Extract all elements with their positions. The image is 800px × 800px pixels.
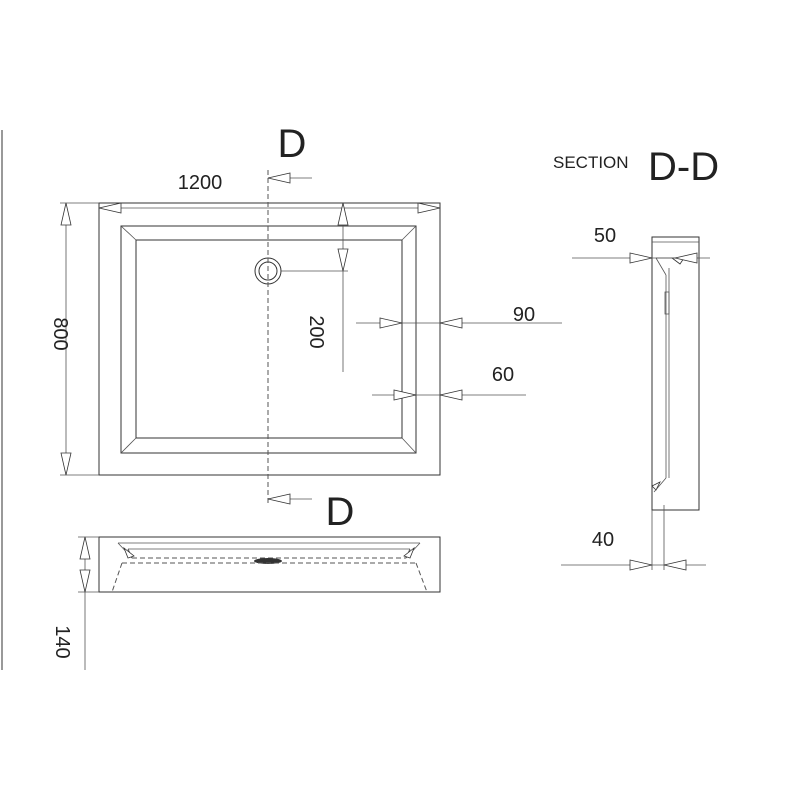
length-label: 1200 — [178, 172, 223, 194]
drain-offset-dimension — [281, 202, 349, 372]
section-marker-top: D — [278, 122, 307, 166]
front-view — [98, 536, 441, 593]
section-title-name: D-D — [648, 145, 719, 189]
plan-view — [98, 170, 441, 505]
rim-corner — [401, 437, 417, 454]
section-top-label: 50 — [594, 225, 616, 247]
rim-inner-label: 60 — [492, 364, 514, 386]
drain-offset-label: 200 — [305, 315, 327, 348]
section-view — [651, 236, 700, 511]
tray-outline — [98, 202, 441, 476]
rim-outer-label: 90 — [513, 304, 535, 326]
rim-outer-dimension — [356, 317, 562, 329]
length-dimension — [98, 202, 441, 214]
height-label: 140 — [51, 625, 73, 658]
section-title-prefix: SECTION — [553, 153, 629, 172]
height-dimension — [78, 536, 99, 670]
section-bottom-label: 40 — [592, 529, 614, 551]
rim-inner-dimension — [372, 389, 526, 401]
section-marker-bottom: D — [326, 490, 355, 534]
section-arrow-bottom — [267, 493, 291, 505]
width-label: 800 — [49, 317, 71, 350]
rim-corner — [120, 225, 137, 241]
rim-corner — [401, 225, 417, 241]
section-arrow-top — [267, 172, 291, 184]
section-outline — [651, 236, 700, 511]
rim-corner — [120, 437, 137, 454]
basin-floor — [135, 239, 403, 439]
width-dimension — [60, 202, 99, 476]
section-top-dimension — [572, 252, 710, 264]
section-bottom-dimension — [561, 505, 706, 571]
front-outline — [98, 536, 441, 593]
